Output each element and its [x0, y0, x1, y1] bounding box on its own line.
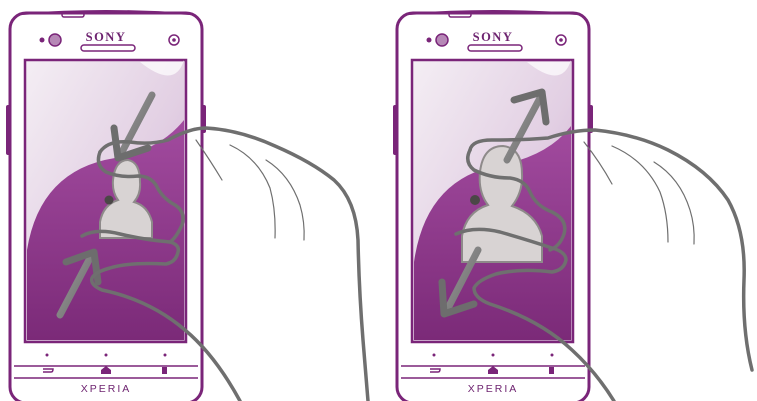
camera-dot — [427, 38, 432, 43]
model-label: XPERIA — [468, 383, 519, 395]
earpiece — [468, 45, 522, 51]
pinch-in-panel: SONY — [6, 11, 368, 401]
home-icon — [488, 366, 498, 374]
brand-logo: SONY — [86, 30, 127, 44]
back-icon — [430, 369, 440, 372]
brand-logo: SONY — [473, 30, 514, 44]
home-icon — [101, 366, 111, 374]
back-icon — [43, 369, 53, 372]
menu-icon — [549, 367, 554, 374]
camera-dot — [40, 38, 45, 43]
front-camera — [436, 34, 448, 46]
pinch-out-panel: SONY — [393, 11, 752, 401]
model-label: XPERIA — [81, 383, 132, 395]
earpiece — [81, 45, 135, 51]
front-camera — [49, 34, 61, 46]
menu-icon — [162, 367, 167, 374]
